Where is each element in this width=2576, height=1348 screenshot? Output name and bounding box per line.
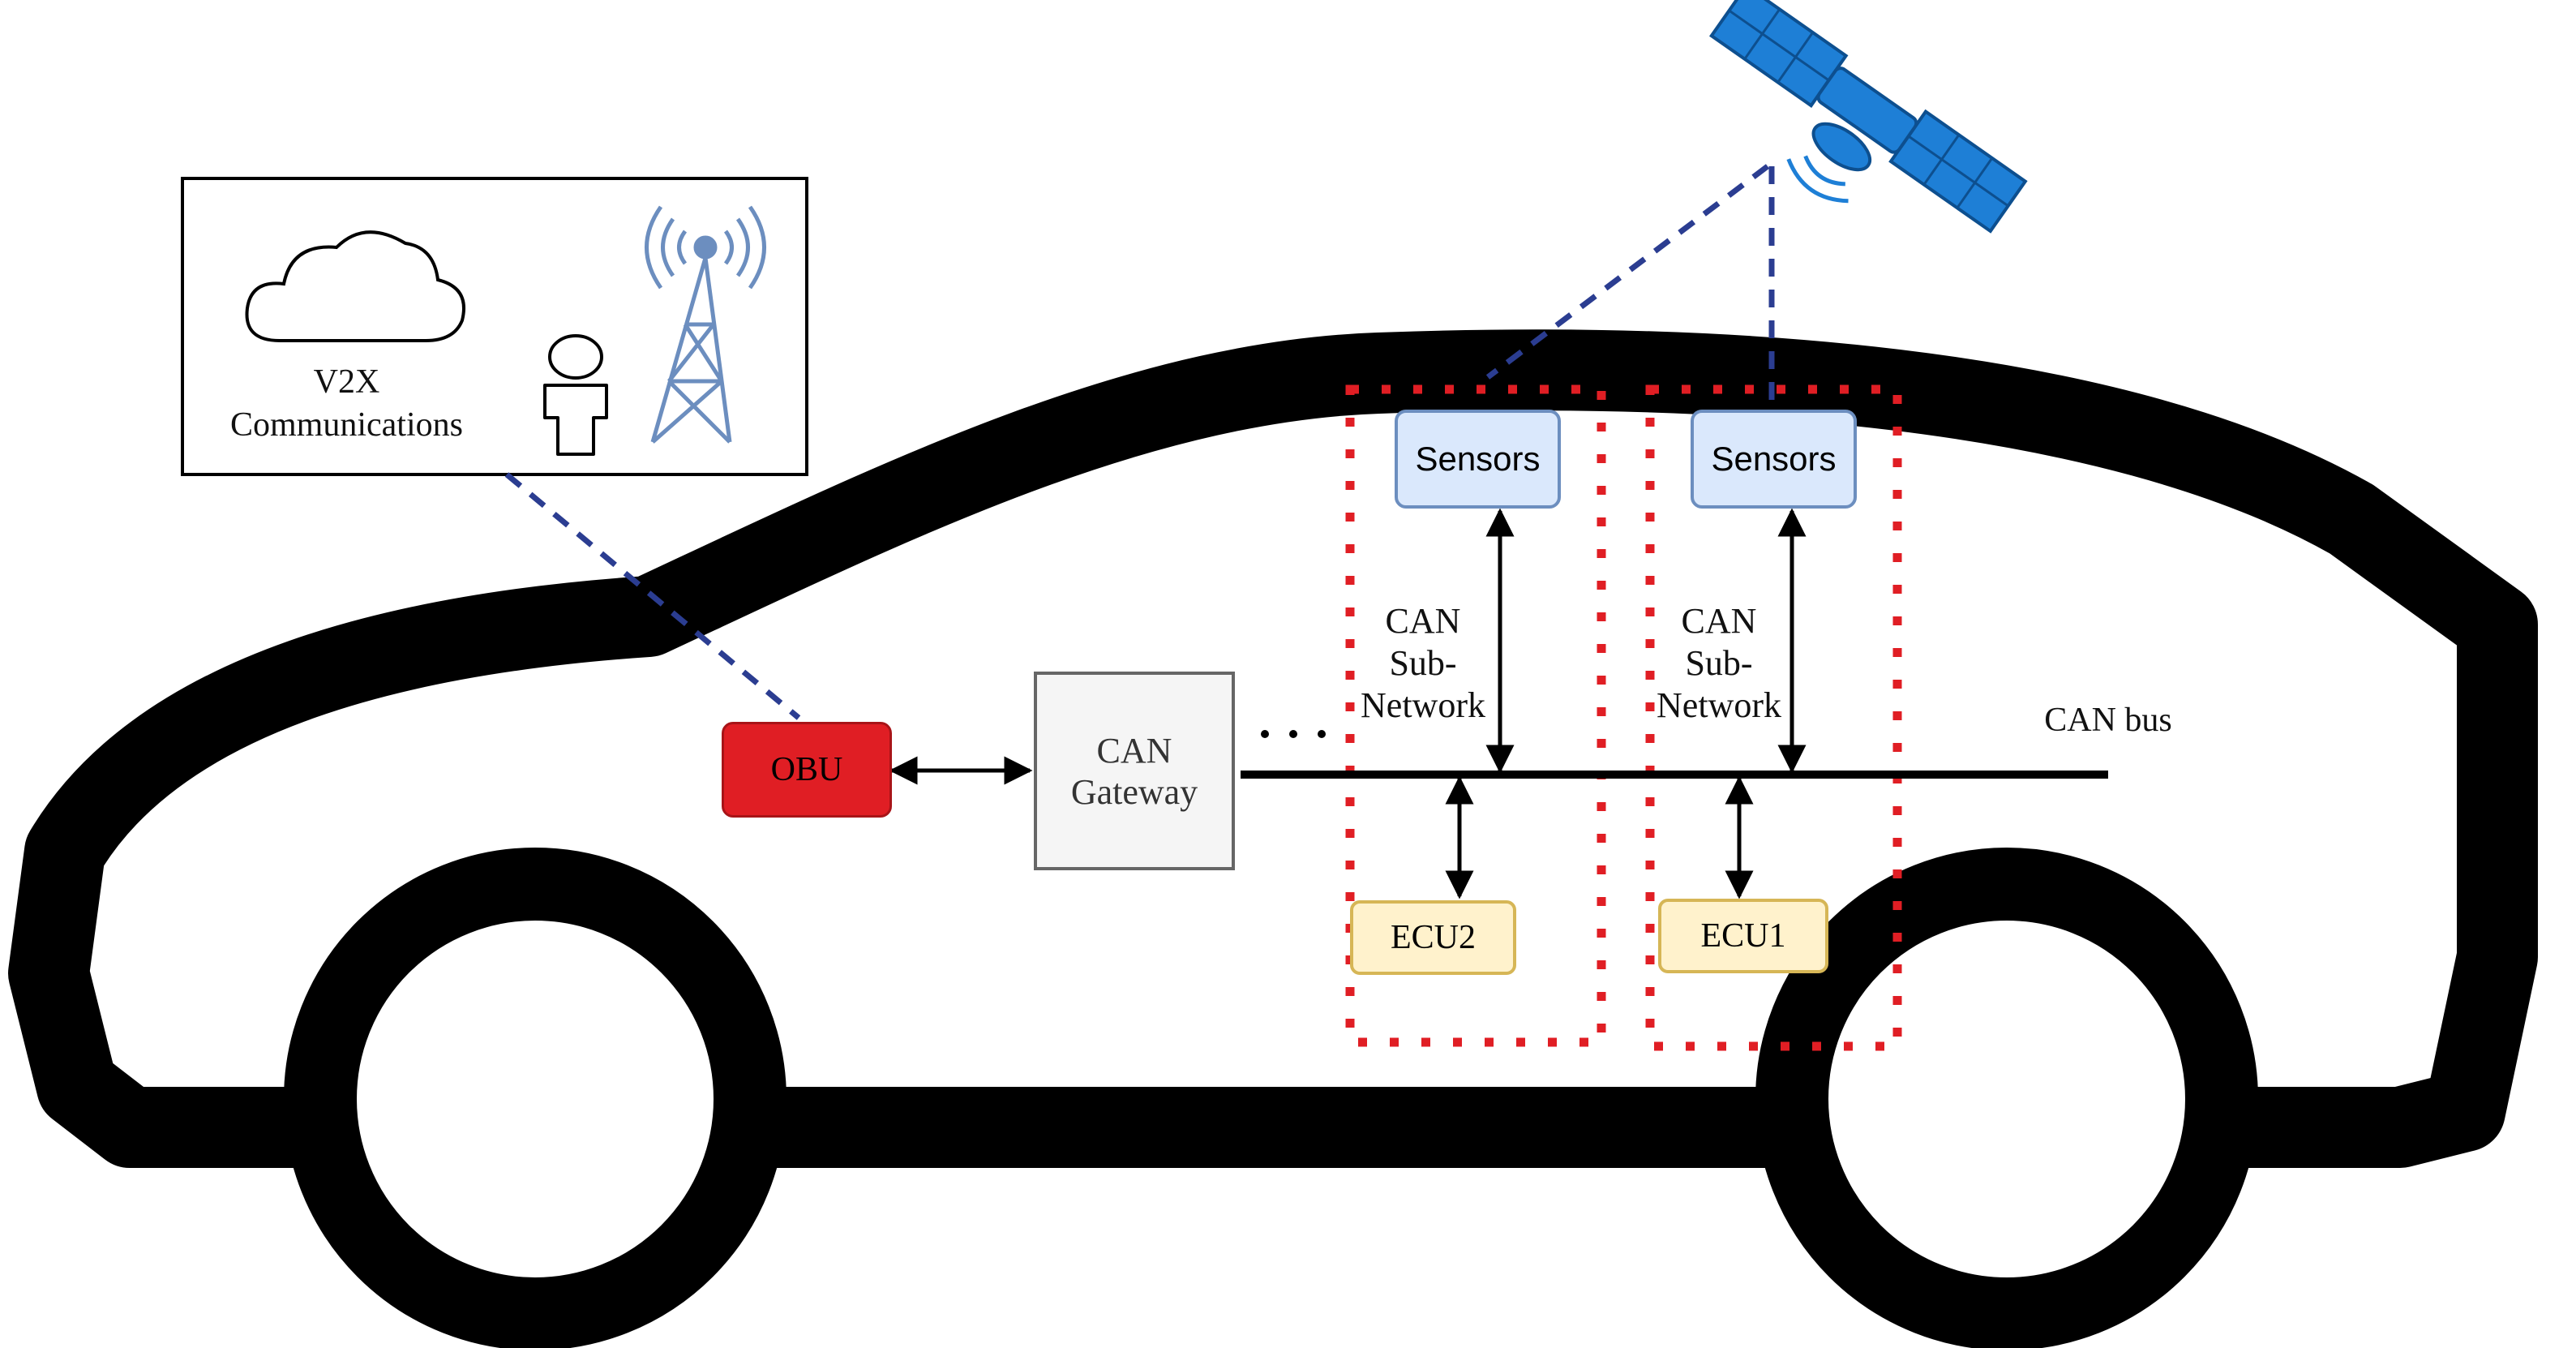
- person-icon: [543, 334, 608, 456]
- v2x-label-line1: V2X: [313, 363, 380, 401]
- sensors-box-2: Sensors: [1691, 410, 1857, 509]
- sensors-label: Sensors: [1711, 440, 1837, 478]
- ecu2-label: ECU2: [1391, 919, 1476, 956]
- sensors-label: Sensors: [1415, 440, 1541, 478]
- v2x-label: V2X Communications: [203, 361, 491, 446]
- can-bus-label: CAN bus: [2044, 702, 2172, 739]
- antenna-tower-icon: [645, 205, 766, 444]
- subnet-boundaries: [1345, 384, 1902, 1051]
- ecu1-box: ECU1: [1658, 899, 1828, 973]
- subnet-boundary-right: [1645, 384, 1902, 1051]
- subnet-label-line2: Sub-: [1389, 643, 1457, 683]
- subnet-label-line2: Sub-: [1685, 643, 1753, 683]
- can-gateway-box: CAN Gateway: [1034, 672, 1235, 870]
- subnet-boundary-left: [1345, 384, 1606, 1047]
- subnet-label-line3: Network: [1657, 685, 1781, 725]
- v2x-obu-link: [504, 472, 801, 720]
- satellite-sensor1-link: [1485, 164, 1770, 380]
- wireless-links: [504, 164, 1775, 720]
- ecu2-box: ECU2: [1350, 900, 1516, 975]
- sensors-box-1: Sensors: [1395, 410, 1561, 509]
- subnet-label-line1: CAN: [1681, 601, 1757, 641]
- satellite-icon: [1708, 0, 2028, 234]
- car-icon: [8, 329, 2538, 1348]
- obu-label: OBU: [770, 751, 843, 788]
- obu-box: OBU: [722, 722, 892, 818]
- v2x-label-line2: Communications: [230, 406, 463, 444]
- subnet-label-1: CAN Sub- Network: [1342, 600, 1504, 727]
- connection-arrows: [889, 508, 1807, 899]
- cloud-icon: [245, 230, 465, 342]
- gateway-label-line2: Gateway: [1070, 771, 1198, 812]
- ecu1-label: ECU1: [1700, 917, 1786, 955]
- subnet-label-line1: CAN: [1385, 601, 1461, 641]
- subnet-label-2: CAN Sub- Network: [1638, 600, 1800, 727]
- subnet-label-line3: Network: [1361, 685, 1485, 725]
- gateway-label-line1: CAN: [1096, 730, 1172, 771]
- ellipsis-dots: [1261, 730, 1326, 738]
